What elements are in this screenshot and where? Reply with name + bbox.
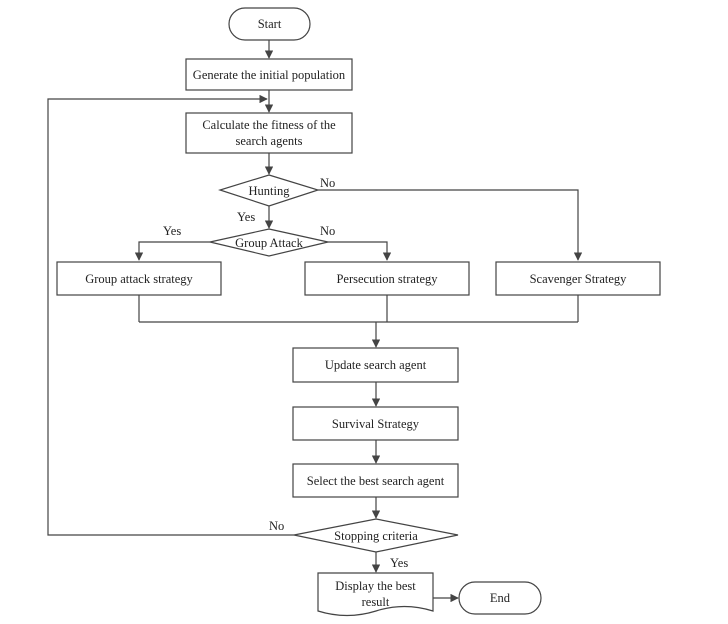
node-end: End <box>458 581 542 615</box>
hunting-label: Hunting <box>249 184 291 198</box>
generate-box <box>185 58 353 91</box>
fitness-label-line2: search agents <box>236 134 303 148</box>
group-attack-label: Group Attack <box>235 236 303 250</box>
display-label-line1: Display the best <box>335 579 416 593</box>
end-label: End <box>490 591 511 605</box>
select-best-label: Select the best search agent <box>307 474 445 488</box>
node-stopping: Stopping criteria <box>293 518 459 553</box>
generate-label: Generate the initial population <box>193 68 346 82</box>
group-attack-strategy-box <box>56 261 222 296</box>
node-group-attack-strategy: Group attack strategy <box>56 261 222 296</box>
node-scavenger: Scavenger Strategy <box>495 261 661 296</box>
edges <box>47 40 583 603</box>
persecution-box <box>304 261 470 296</box>
update-label: Update search agent <box>325 358 427 372</box>
node-fitness: Calculate the fitness of the search agen… <box>185 112 353 154</box>
group-no-label: No <box>320 224 335 238</box>
node-select-best: Select the best search agent <box>292 463 459 498</box>
fitness-label-line1: Calculate the fitness of the <box>202 118 336 132</box>
update-box <box>292 347 459 383</box>
stopping-no-label: No <box>269 519 284 533</box>
select-best-box <box>292 463 459 498</box>
stopping-diamond <box>293 518 459 553</box>
stopping-label: Stopping criteria <box>334 529 418 543</box>
edge-hunting-no-scavenger <box>318 189 583 261</box>
survival-box <box>292 406 459 441</box>
display-document-shape <box>317 572 434 617</box>
node-update: Update search agent <box>292 347 459 383</box>
hunting-yes-label: Yes <box>237 210 255 224</box>
persecution-label: Persecution strategy <box>336 272 438 286</box>
hunting-diamond <box>218 174 320 207</box>
group-attack-diamond <box>209 228 329 257</box>
node-persecution: Persecution strategy <box>304 261 470 296</box>
node-group-attack-decision: Group Attack <box>209 228 329 257</box>
scavenger-label: Scavenger Strategy <box>530 272 628 286</box>
edge-group-yes-strategy <box>134 241 210 261</box>
fitness-box <box>185 112 353 154</box>
survival-label: Survival Strategy <box>332 417 420 431</box>
hunting-no-label: No <box>320 176 335 190</box>
display-label-line2: result <box>362 595 390 609</box>
node-start: Start <box>228 7 311 41</box>
group-yes-label: Yes <box>163 224 181 238</box>
edge-group-no-persecution <box>328 241 392 261</box>
group-attack-strategy-label: Group attack strategy <box>85 272 193 286</box>
edge-labels: No Yes Yes No No Yes <box>163 176 408 570</box>
node-hunting: Hunting <box>218 174 320 207</box>
end-terminator <box>458 581 542 615</box>
node-generate: Generate the initial population <box>185 58 353 91</box>
stopping-yes-label: Yes <box>390 556 408 570</box>
node-display: Display the best result <box>317 572 434 617</box>
scavenger-box <box>495 261 661 296</box>
node-survival: Survival Strategy <box>292 406 459 441</box>
edge-stopping-no-loop <box>47 94 294 536</box>
start-terminator <box>228 7 311 41</box>
start-label: Start <box>258 17 282 31</box>
